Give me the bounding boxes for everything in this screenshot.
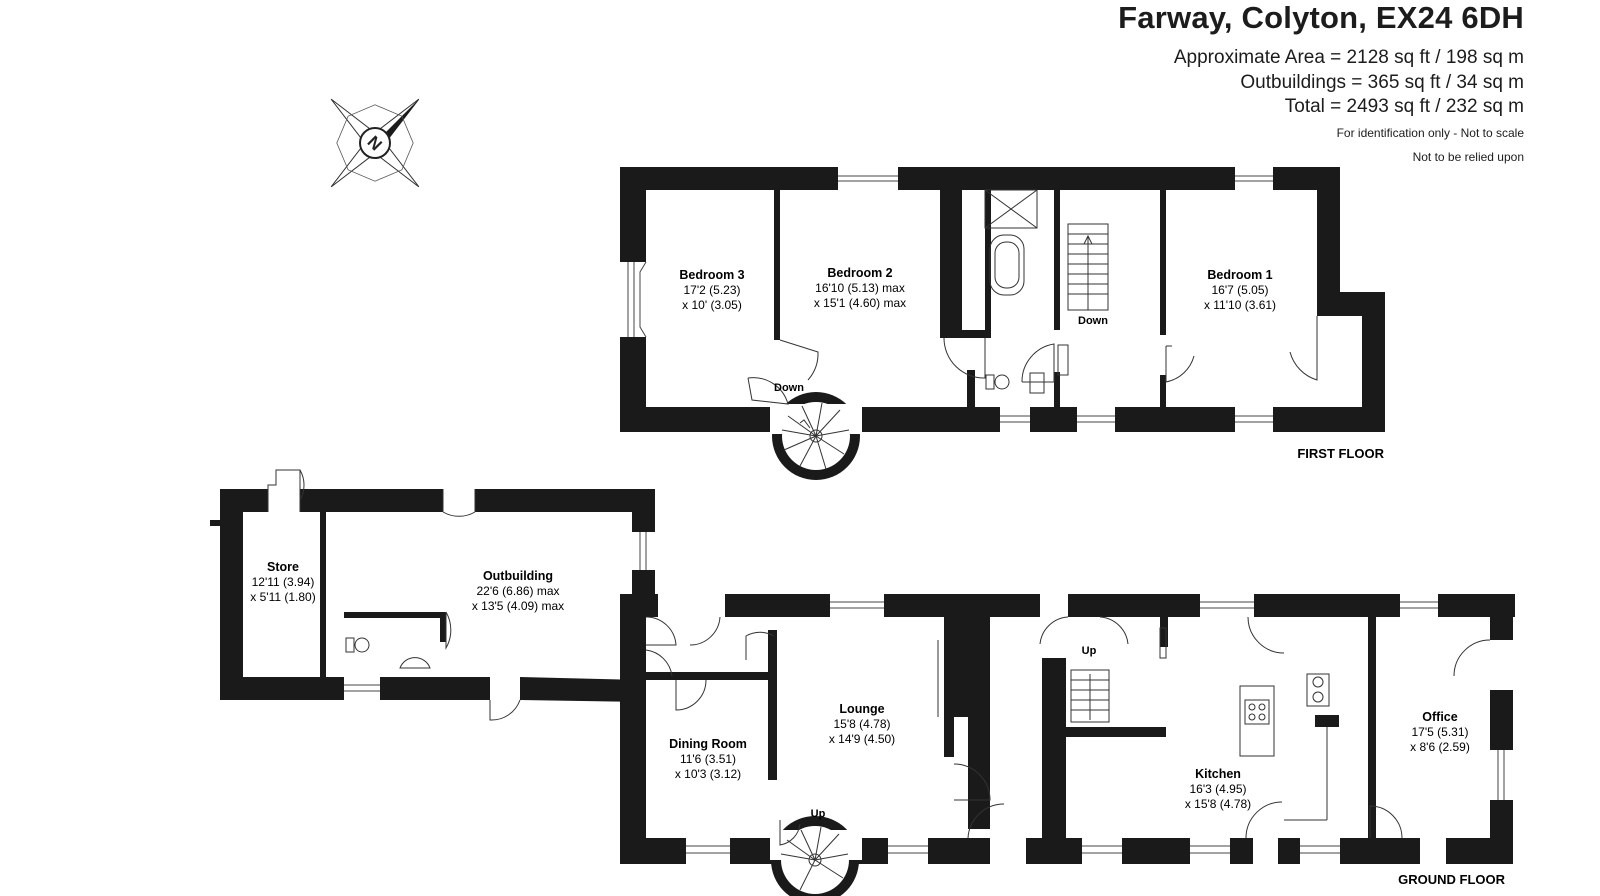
office-dim1: 17'5 (5.31)	[1412, 725, 1469, 739]
office-label: Office	[1422, 710, 1457, 724]
bedroom2-label: Bedroom 2	[827, 266, 892, 280]
bedroom2-dim2: x 15'1 (4.60) max	[814, 296, 906, 310]
compass-north-icon: N	[330, 98, 420, 188]
ground-floor-plan	[620, 594, 1515, 896]
total-area: Total = 2493 sq ft / 232 sq m	[1284, 96, 1524, 117]
outbuilding-plan	[210, 469, 658, 721]
outbuilding-label: Outbuilding	[483, 569, 553, 583]
bedroom3-dim1: 17'2 (5.23)	[684, 283, 741, 297]
bedroom3-dim2: x 10' (3.05)	[682, 298, 742, 312]
bedroom1-label: Bedroom 1	[1207, 268, 1272, 282]
approximate-area: Approximate Area = 2128 sq ft / 198 sq m	[1173, 47, 1524, 68]
lounge-label: Lounge	[839, 702, 884, 716]
first-floor-plan	[620, 167, 1385, 480]
stairs-up-right-label: Up	[1082, 645, 1097, 657]
kitchen-dim2: x 15'8 (4.78)	[1185, 797, 1251, 811]
property-address: Farway, Colyton, EX24 6DH	[1118, 0, 1524, 35]
store-dim1: 12'11 (3.94)	[252, 575, 315, 589]
bedroom3-label: Bedroom 3	[679, 268, 744, 282]
kitchen-label: Kitchen	[1195, 767, 1241, 781]
dining-room-dim1: 11'6 (3.51)	[680, 752, 736, 766]
kitchen-dim1: 16'3 (4.95)	[1190, 782, 1247, 796]
first-floor-label: FIRST FLOOR	[1297, 446, 1384, 461]
ground-floor-label: GROUND FLOOR	[1398, 872, 1505, 887]
stairs-up-left-label: Up	[811, 808, 826, 820]
store-dim2: x 5'11 (1.80)	[250, 590, 315, 604]
bedroom2-dim1: 16'10 (5.13) max	[815, 281, 905, 295]
stairs-down-right-label: Down	[1078, 315, 1108, 327]
dining-room-label: Dining Room	[669, 737, 747, 751]
office-dim2: x 8'6 (2.59)	[1410, 740, 1470, 754]
lounge-dim1: 15'8 (4.78)	[834, 717, 891, 731]
bedroom1-dim2: x 11'10 (3.61)	[1204, 298, 1276, 312]
outbuilding-dim2: x 13'5 (4.09) max	[472, 599, 564, 613]
bedroom1-dim1: 16'7 (5.05)	[1212, 283, 1269, 297]
store-label: Store	[267, 560, 299, 574]
stairs-down-left-label: Down	[774, 382, 804, 394]
disclaimer-scale: For identification only - Not to scale	[1336, 126, 1524, 140]
outbuilding-dim1: 22'6 (6.86) max	[477, 584, 560, 598]
dining-room-dim2: x 10'3 (3.12)	[675, 767, 741, 781]
disclaimer-reliance: Not to be relied upon	[1412, 150, 1524, 164]
outbuildings-area: Outbuildings = 365 sq ft / 34 sq m	[1240, 72, 1524, 93]
lounge-dim2: x 14'9 (4.50)	[829, 732, 895, 746]
